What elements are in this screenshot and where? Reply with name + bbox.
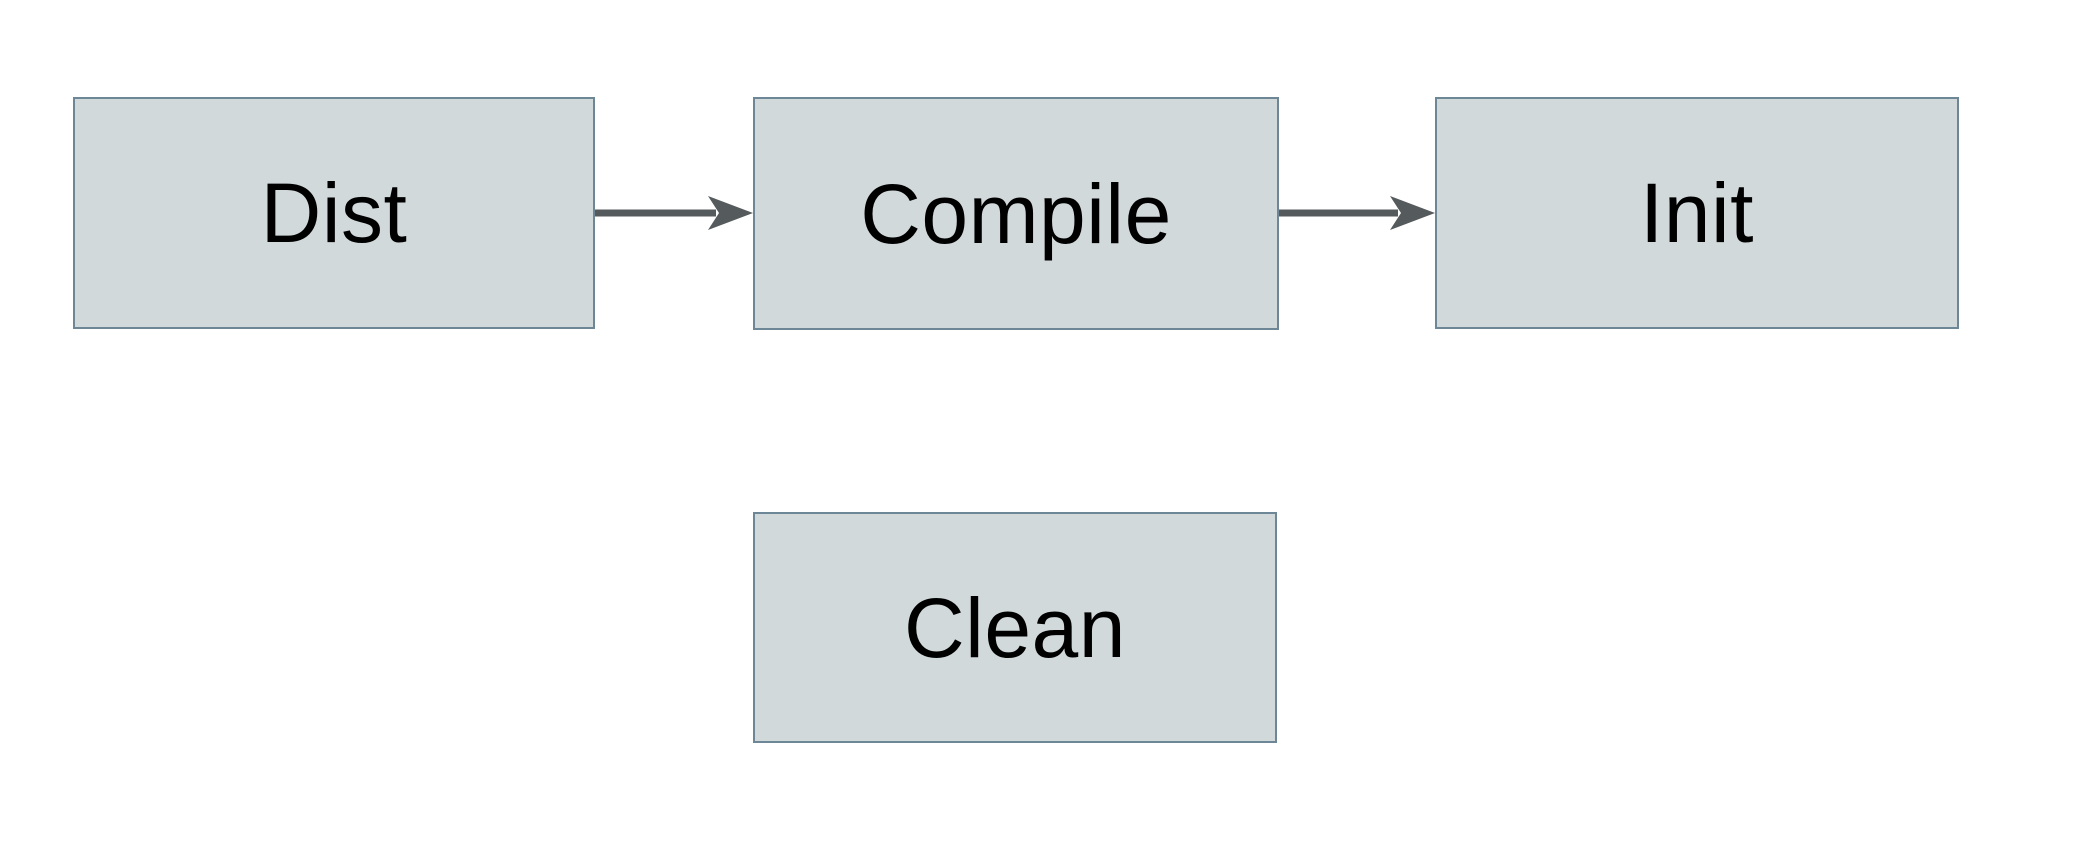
node-compile[interactable]: Compile: [753, 97, 1279, 330]
node-clean[interactable]: Clean: [753, 512, 1277, 743]
node-compile-label: Compile: [860, 166, 1172, 261]
arrowhead-icon: [708, 196, 753, 230]
node-init-label: Init: [1639, 166, 1755, 260]
node-dist-label: Dist: [260, 166, 408, 260]
arrowhead-icon: [1390, 196, 1435, 230]
node-init[interactable]: Init: [1435, 97, 1959, 329]
node-clean-label: Clean: [904, 580, 1126, 675]
edge-dist-to-compile: [595, 196, 753, 230]
edge-compile-to-init: [1279, 196, 1435, 230]
node-dist[interactable]: Dist: [73, 97, 595, 329]
